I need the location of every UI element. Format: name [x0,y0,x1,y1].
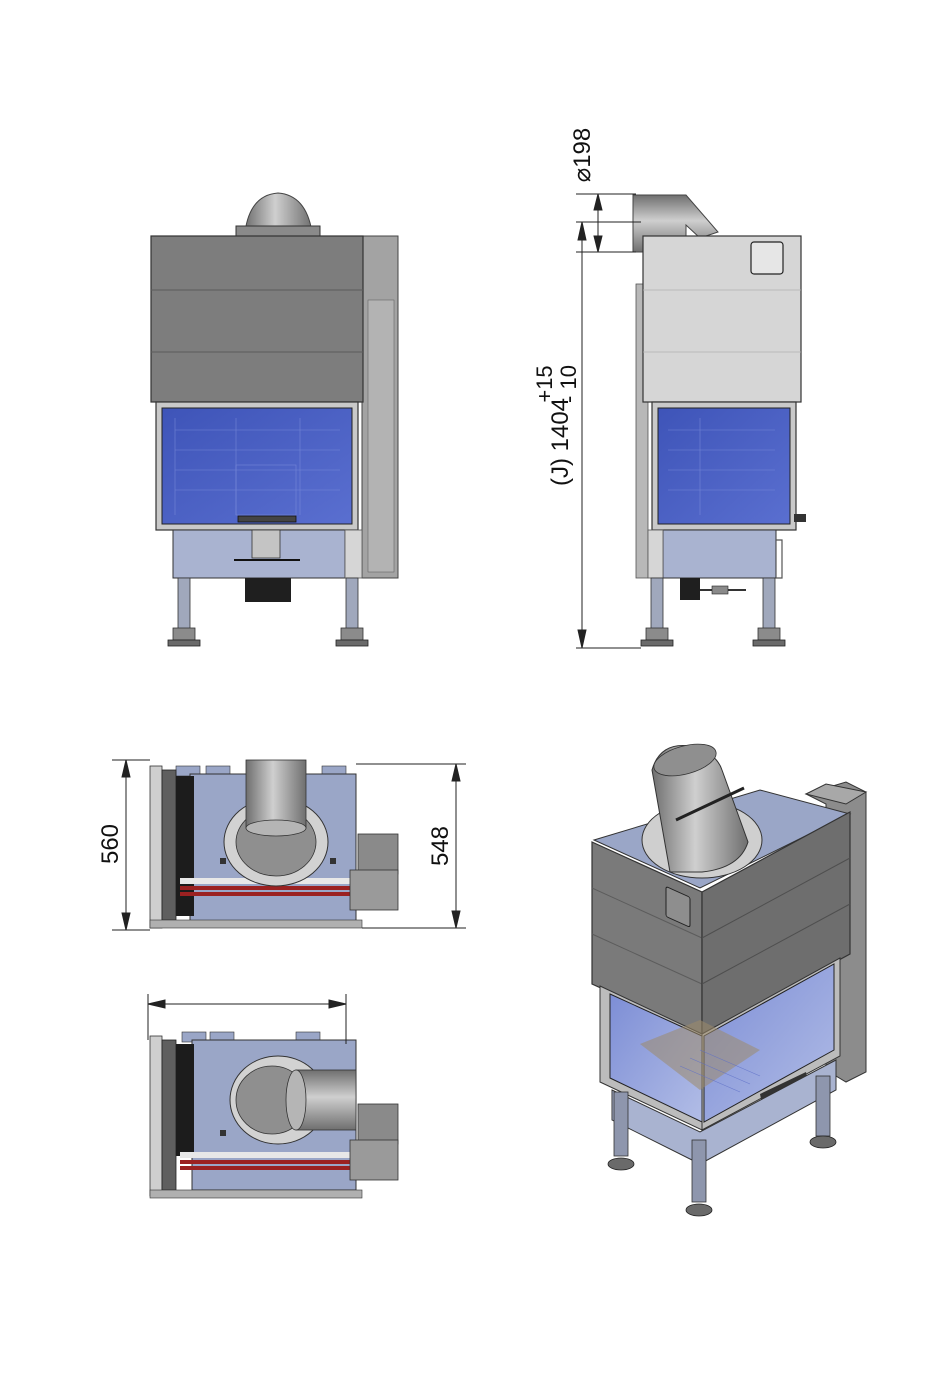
front-hood [151,236,363,402]
flue-diameter-label: ⌀198 [569,128,596,183]
side-base [663,530,776,578]
top-view-upper-pipe [246,760,306,828]
height-tol-minus: - 10 [556,365,581,403]
front-glass [162,408,352,524]
front-view [151,193,398,646]
front-ash-box [245,578,291,602]
side-glass [658,408,790,524]
depth-label-548: 548 [427,826,454,866]
isometric-view [592,738,866,1216]
side-view [633,195,806,646]
height-label: (J) 1404 [547,398,574,486]
top-view-lower [150,1032,398,1198]
depth-label-560: 560 [97,824,124,864]
top-view-upper [150,760,398,928]
height-tol-plus: +15 [532,365,557,402]
side-access-panel [751,242,783,274]
height-dimension [576,194,641,648]
